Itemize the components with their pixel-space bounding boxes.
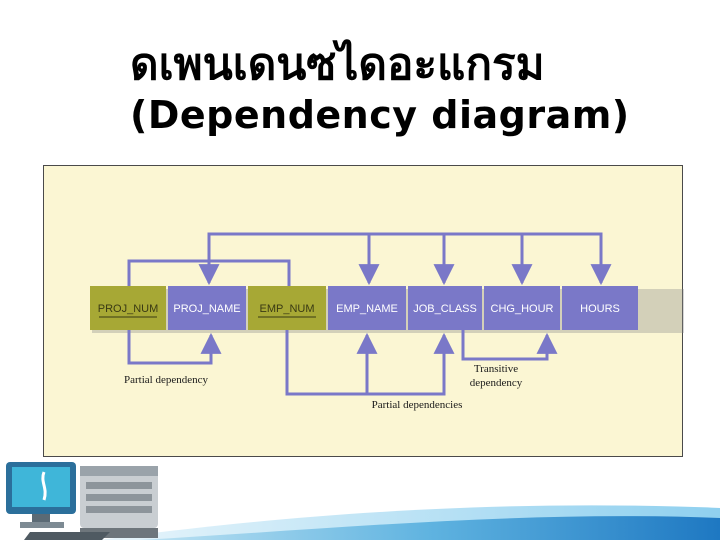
attr-box-proj-num <box>90 286 166 330</box>
partial-dependency-arrow <box>127 330 222 365</box>
attr-label-proj-name: PROJ_NAME <box>173 303 240 315</box>
slide-title-thai: ดเพนเดนซไดอะแกรม <box>130 39 545 90</box>
dependency-diagram: PROJ_NUM PROJ_NAME EMP_NUM EMP_NAME JOB_… <box>43 165 684 457</box>
key-to-hours-arrow <box>209 259 291 288</box>
attr-box-job-class <box>408 286 482 330</box>
bottom-dependency-arrows <box>127 330 558 396</box>
transitive-note-line2: dependency <box>470 377 523 389</box>
transitive-dependency-arrow <box>461 330 558 361</box>
attr-box-proj-name <box>168 286 246 330</box>
transitive-note-line1: Transitive <box>474 363 518 375</box>
footer-swoosh <box>140 516 720 540</box>
attr-label-proj-num: PROJ_NUM <box>98 303 159 315</box>
slide-title-english: (Dependency diagram) <box>130 93 630 137</box>
top-dependency-arrows <box>127 232 612 288</box>
attr-box-emp-num <box>248 286 326 330</box>
attr-box-hours <box>562 286 638 330</box>
partial-dependencies-note: Partial dependencies <box>372 399 463 411</box>
attr-label-job-class: JOB_CLASS <box>413 303 477 315</box>
proj-num-to-proj-name-arrow <box>127 259 220 288</box>
attr-label-emp-name: EMP_NAME <box>336 303 398 315</box>
attr-label-hours: HOURS <box>580 303 620 315</box>
attribute-row: PROJ_NUM PROJ_NAME EMP_NUM EMP_NAME JOB_… <box>90 286 684 333</box>
footer-decoration <box>6 462 720 540</box>
computer-icon <box>6 462 158 540</box>
attr-box-chg-hour <box>484 286 560 330</box>
attr-box-emp-name <box>328 286 406 330</box>
partial-dependency-note: Partial dependency <box>124 374 208 386</box>
key-top-line <box>207 232 612 286</box>
dependency-diagram-canvas: PROJ_NUM PROJ_NAME EMP_NUM EMP_NAME JOB_… <box>90 232 684 411</box>
attr-label-chg-hour: CHG_HOUR <box>491 303 554 315</box>
attr-label-emp-num: EMP_NUM <box>259 303 314 315</box>
